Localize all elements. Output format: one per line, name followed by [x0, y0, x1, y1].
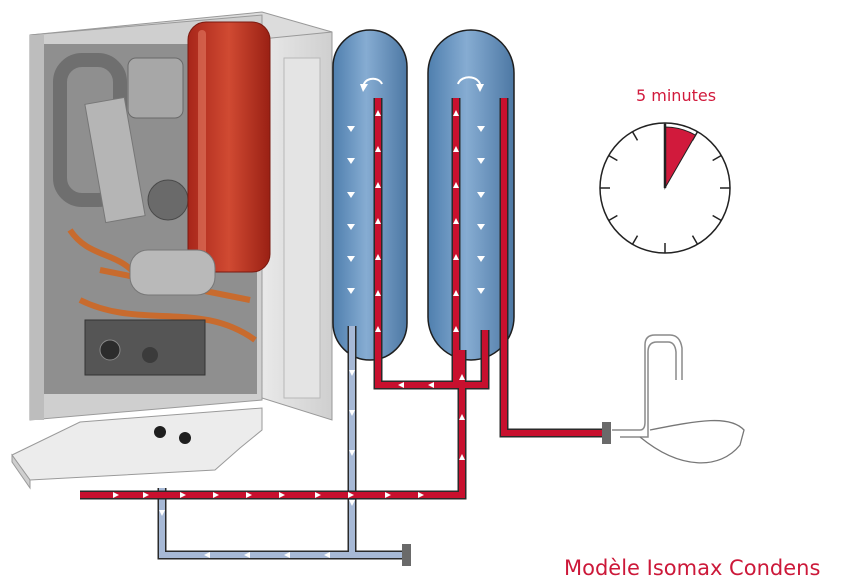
- boiler-heat-exchanger: [84, 96, 146, 224]
- timer-clock: [599, 122, 731, 254]
- boiler-control-face: [11, 453, 31, 490]
- clock-tick: [608, 154, 618, 162]
- tank-flow-markers: [347, 126, 485, 294]
- clock-tick: [691, 235, 699, 245]
- boiler-burner: [127, 57, 184, 119]
- cold-water-inlet-cap: [402, 544, 411, 566]
- clock-tick: [631, 131, 639, 141]
- boiler-pump: [129, 249, 216, 296]
- boiler-side-window: [283, 57, 321, 399]
- clock-tick: [712, 154, 722, 162]
- tank-left: [332, 29, 408, 361]
- control-knob-right: [179, 432, 191, 444]
- expansion-vessel-highlight: [198, 30, 206, 260]
- expansion-vessel: [187, 21, 271, 273]
- clock-tick: [712, 214, 722, 222]
- tank-right: [427, 29, 515, 361]
- storage-tanks: [332, 29, 515, 361]
- boiler-fan: [147, 179, 189, 221]
- clock-tick: [608, 214, 618, 222]
- tap-icon: [612, 334, 745, 464]
- pipe-flow-arrows: [113, 110, 465, 558]
- boiler: [11, 11, 333, 490]
- timer-label: 5 minutes: [636, 86, 717, 105]
- boiler-left-wall: [30, 35, 44, 420]
- clockwise-arrow-head: [476, 84, 484, 92]
- control-knob-left: [154, 426, 166, 438]
- counterclockwise-arrow-head: [360, 84, 368, 92]
- boiler-control-panel: [11, 407, 263, 481]
- boiler-gauge: [99, 339, 121, 361]
- boiler-valve-knob: [142, 347, 158, 363]
- model-caption: Modèle Isomax Condens: [564, 556, 821, 580]
- hot-water-outlet-cap: [602, 422, 611, 444]
- clock-tick: [631, 235, 639, 245]
